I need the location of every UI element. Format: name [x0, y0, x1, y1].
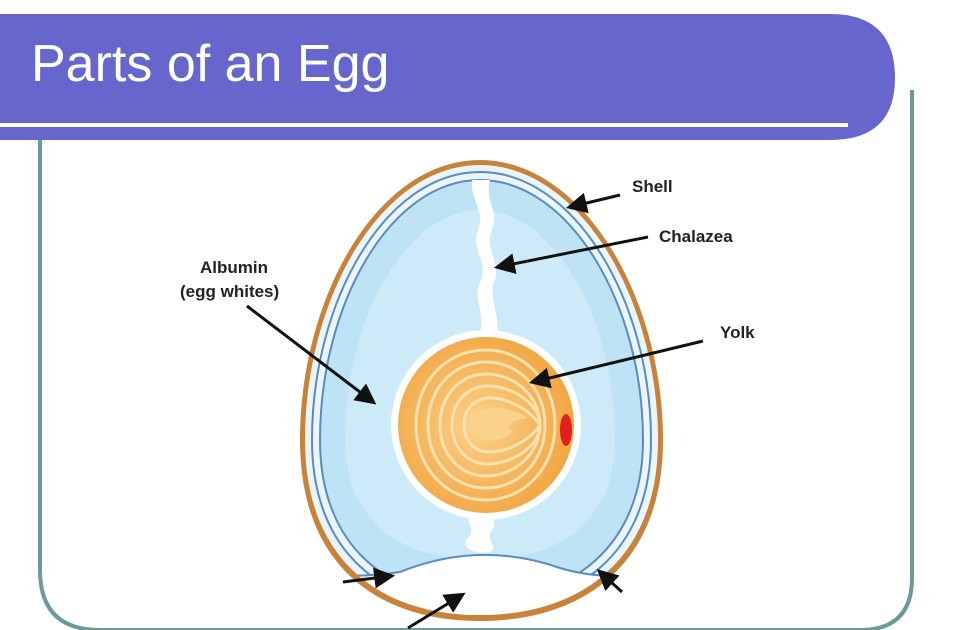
yolk-arrow	[528, 339, 704, 389]
yolk-rings	[414, 348, 557, 502]
albumin-arrow	[246, 304, 377, 405]
page-title: Parts of an Egg	[31, 35, 390, 93]
label-yolk: Yolk	[720, 323, 755, 342]
germinal-disc	[560, 414, 572, 446]
title-bar	[0, 14, 895, 140]
outer-shell-arrow	[596, 569, 624, 594]
label-albumin: Albumin	[200, 258, 268, 277]
air-cell-arrow	[407, 592, 466, 630]
slide-frame	[38, 90, 914, 630]
label-chalazea: Chalazea	[659, 227, 733, 246]
chalazea-arrow	[493, 235, 649, 275]
label-shell: Shell	[632, 177, 673, 196]
latebra	[465, 407, 528, 441]
shell-arrow	[565, 192, 621, 214]
membrane-arrow	[342, 567, 396, 589]
label-egg-whites: (egg whites)	[180, 282, 280, 301]
egg-diagram	[300, 160, 663, 621]
chalaza-upper	[471, 180, 498, 340]
